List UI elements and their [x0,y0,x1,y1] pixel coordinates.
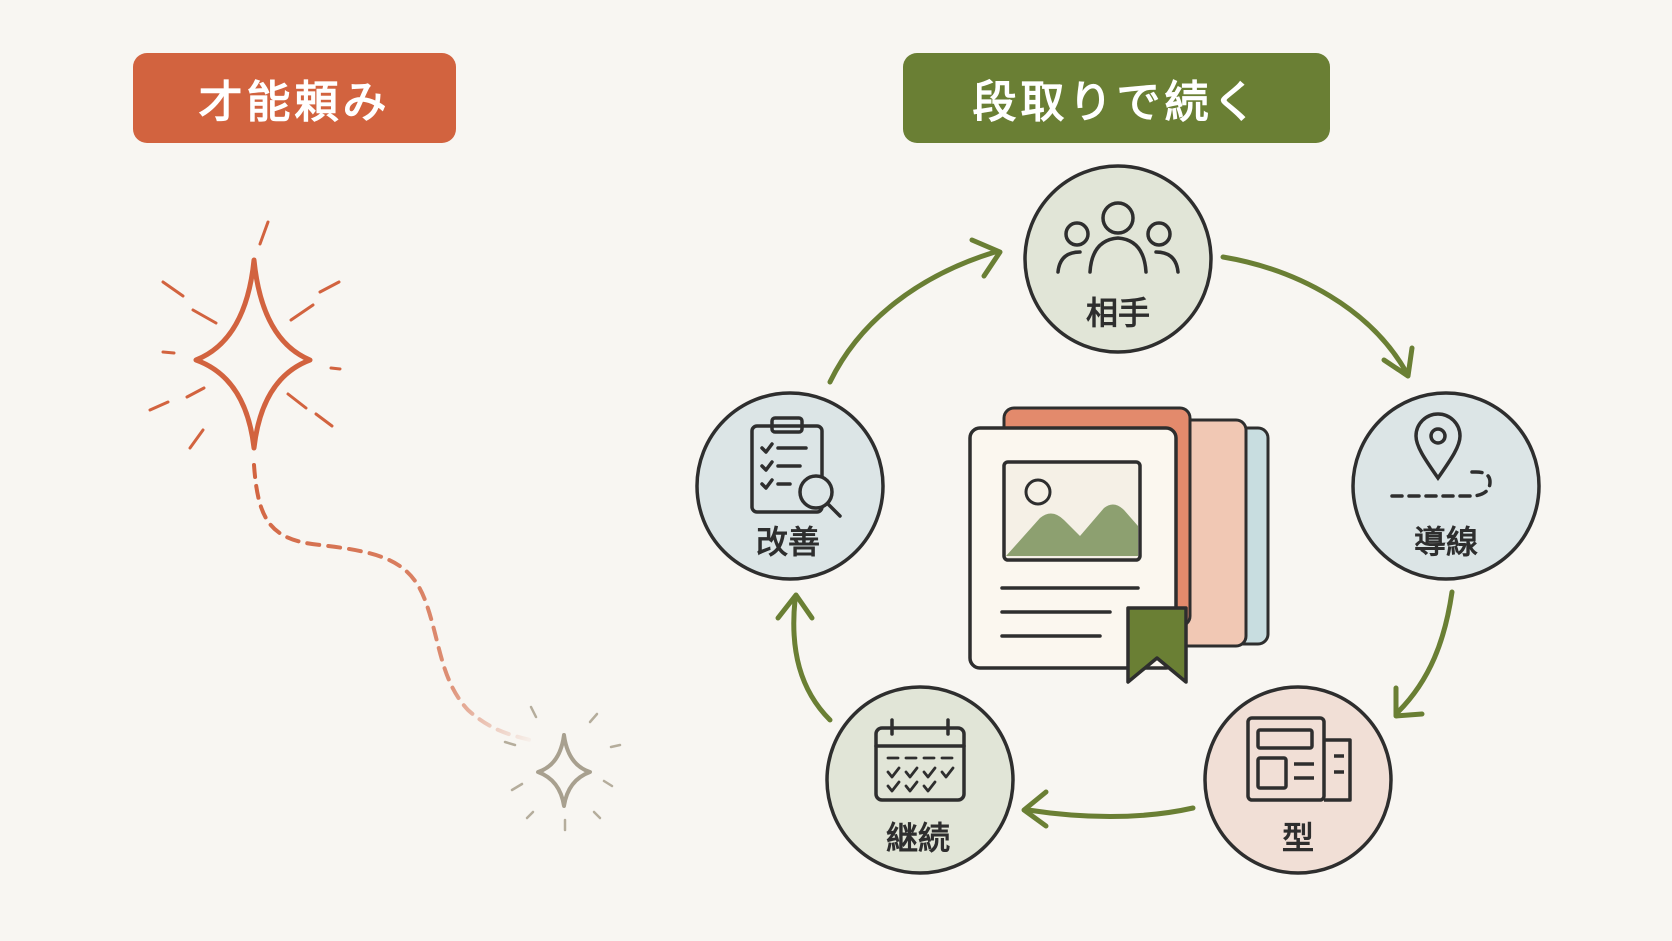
node-label-continue: 継続 [886,819,950,857]
node-template: 型 [1203,685,1393,875]
document-stack-icon [968,406,1270,684]
arrow-improve-to-partner [827,237,1003,385]
talent-label: 才能頼み [133,53,456,143]
layout-template-icon [1246,716,1352,802]
arrow-flow-to-template [1393,589,1455,719]
calendar-icon [874,718,966,802]
people-icon [1056,201,1180,274]
node-partner: 相手 [1023,164,1213,354]
node-continue: 継続 [825,685,1015,875]
talent-sparkle-icon [148,220,342,451]
map-pin-icon [1390,412,1492,498]
process-label: 段取りで続く [903,53,1330,143]
node-improve: 改善 [695,391,885,581]
wandering-path [252,463,532,742]
arrow-continue-to-improve [775,592,833,723]
small-sparkle-icon [503,705,622,832]
node-label-partner: 相手 [1086,294,1150,332]
cycle-arrows [775,237,1455,829]
clipboard-search-icon [750,416,842,518]
arrow-partner-to-flow [1220,254,1415,379]
node-flow: 導線 [1351,391,1541,581]
arrow-template-to-continue [1021,789,1196,829]
node-label-flow: 導線 [1414,523,1478,561]
node-label-improve: 改善 [756,523,820,561]
node-label-template: 型 [1282,819,1314,857]
